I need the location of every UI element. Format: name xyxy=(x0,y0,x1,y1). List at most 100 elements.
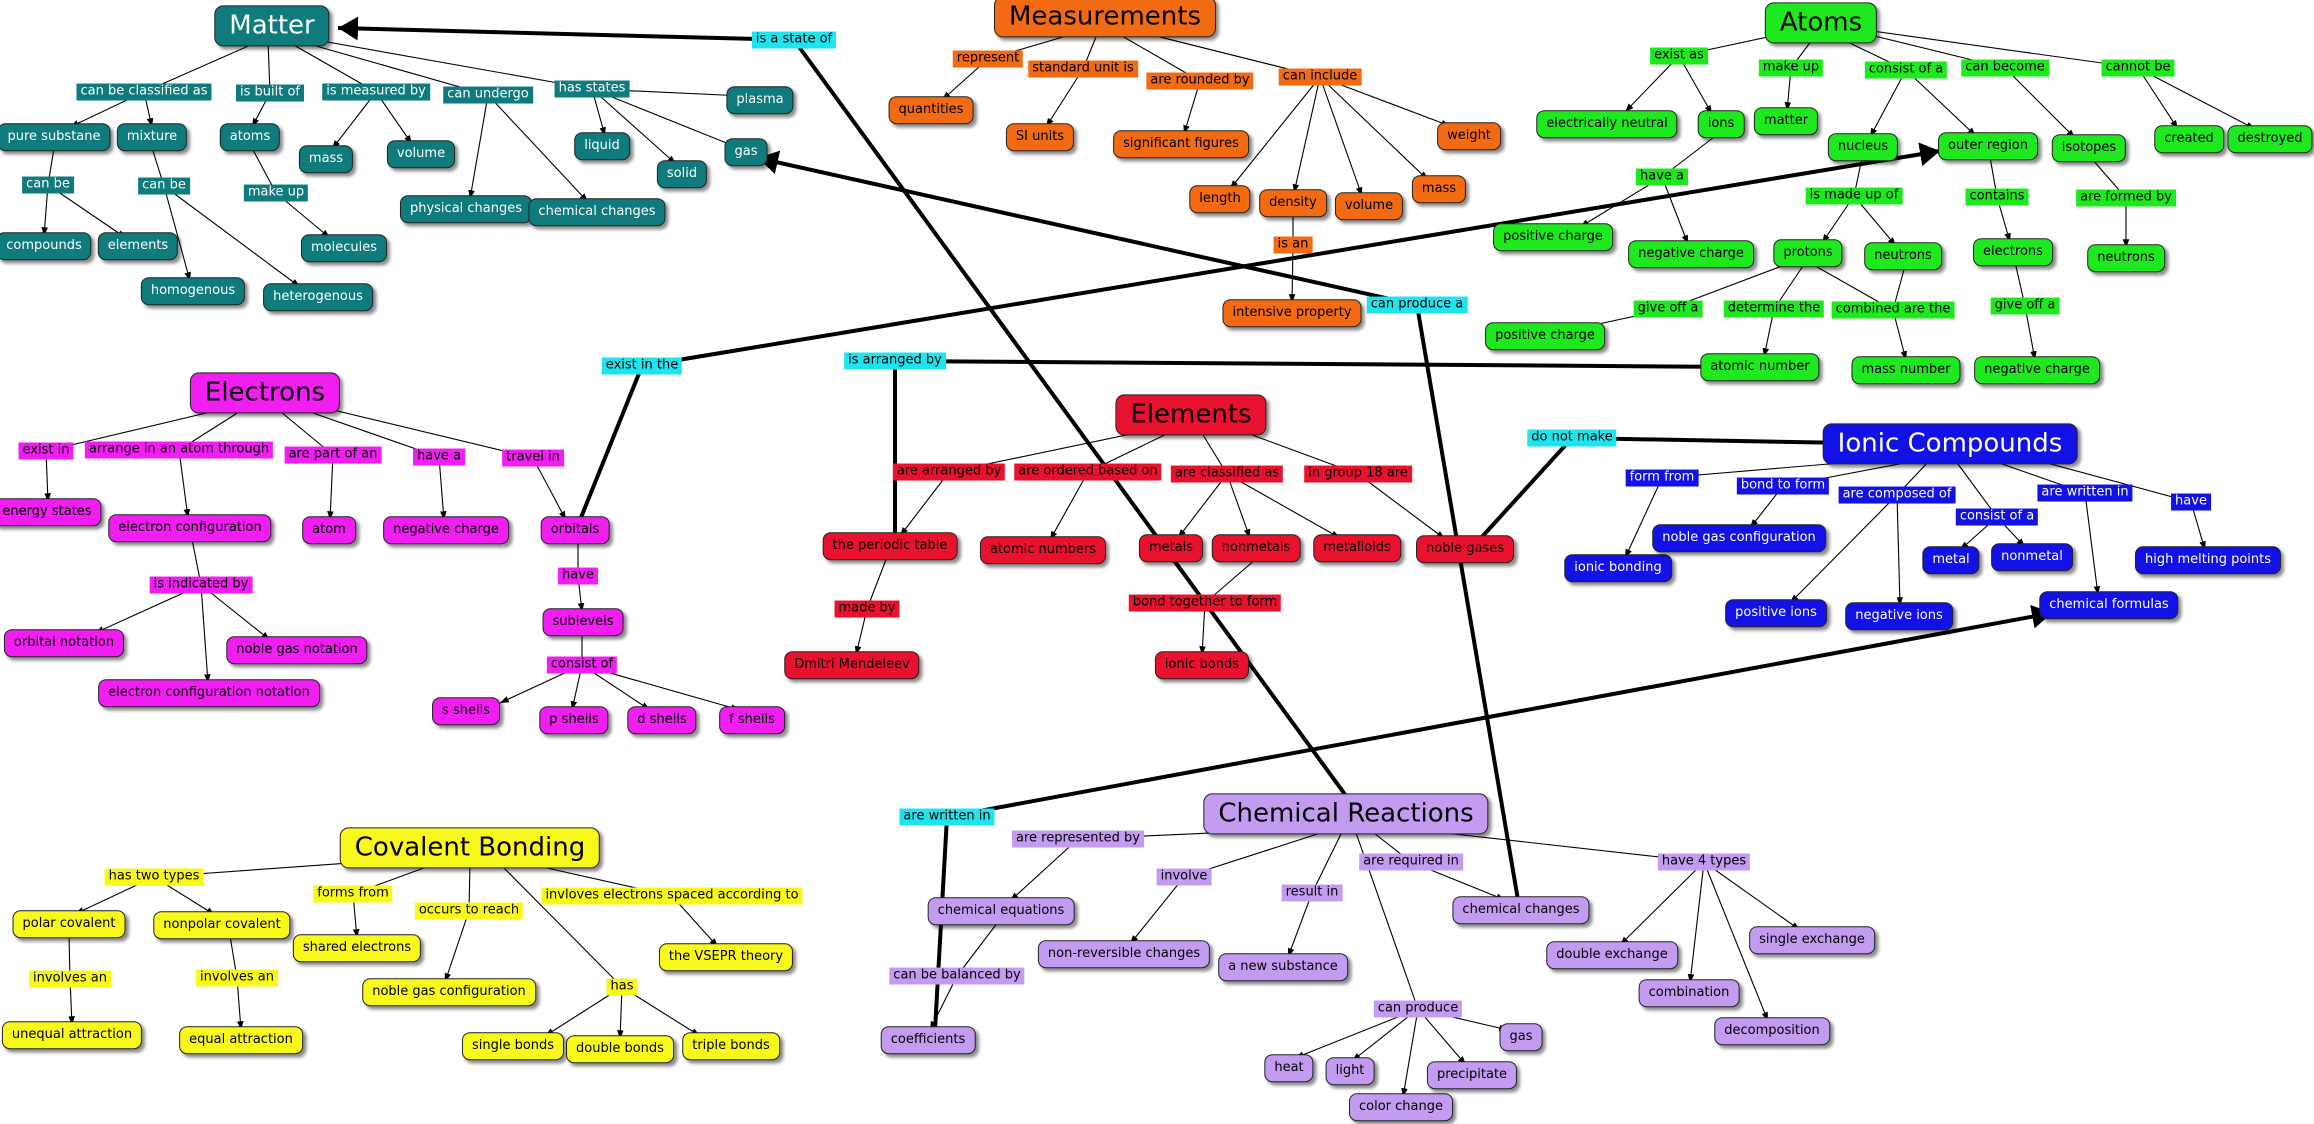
concept-molecules[interactable]: molecules xyxy=(301,234,387,262)
concept-double-exchange[interactable]: double exchange xyxy=(1546,941,1678,969)
concept-negative-charge-green-2[interactable]: negative charge xyxy=(1974,356,2100,384)
concept-combination[interactable]: combination xyxy=(1638,979,1740,1007)
concept-negative-charge-magenta[interactable]: negative charge xyxy=(383,516,509,544)
concept-volume-orange[interactable]: volume xyxy=(1334,192,1404,220)
concept-matter-green[interactable]: matter xyxy=(1753,107,1819,135)
concept-metals[interactable]: metals xyxy=(1138,534,1204,562)
concept-high-melting-points[interactable]: high melting points xyxy=(2134,546,2282,574)
concept-single-bonds[interactable]: single bonds xyxy=(461,1032,565,1060)
concept-chemical-formulas[interactable]: chemical formulas xyxy=(2039,591,2179,619)
concept-electrically-neutral[interactable]: electrically neutral xyxy=(1536,110,1678,138)
concept-atomic-numbers[interactable]: atomic numbers xyxy=(979,536,1107,564)
concept-mass-number[interactable]: mass number xyxy=(1851,356,1961,384)
concept-positive-charge-2[interactable]: positive charge xyxy=(1485,322,1605,350)
concept-mass-orange[interactable]: mass xyxy=(1411,175,1467,203)
concept-density[interactable]: density xyxy=(1259,189,1327,217)
concept-nonmetals[interactable]: nonmetals xyxy=(1211,534,1301,562)
concept-volume-teal[interactable]: volume xyxy=(386,140,456,168)
concept-ionic-bonding[interactable]: ionic bonding xyxy=(1564,554,1672,582)
concept-chemical-reactions[interactable]: Chemical Reactions xyxy=(1203,793,1489,835)
concept-metalloids[interactable]: metalloids xyxy=(1313,534,1401,562)
concept-color-change[interactable]: color change xyxy=(1349,1093,1453,1121)
concept-quantities[interactable]: quantities xyxy=(888,96,974,124)
concept-negative-ions[interactable]: negative ions xyxy=(1845,602,1953,630)
concept-s-shells[interactable]: s shells xyxy=(432,697,500,725)
concept-matter[interactable]: Matter xyxy=(214,5,330,47)
concept-electrons[interactable]: Electrons xyxy=(189,372,341,414)
concept-gas-violet[interactable]: gas xyxy=(1499,1023,1543,1051)
concept-positive-charge-1[interactable]: positive charge xyxy=(1493,223,1613,251)
concept-atom[interactable]: atom xyxy=(302,516,356,544)
concept-nonpolar-covalent[interactable]: nonpolar covalent xyxy=(153,911,291,939)
concept-homogenous[interactable]: homogenous xyxy=(140,277,246,305)
concept-intensive-property[interactable]: intensive property xyxy=(1222,299,1362,327)
concept-weight[interactable]: weight xyxy=(1437,122,1501,150)
concept-f-shells[interactable]: f shells xyxy=(719,706,785,734)
concept-significant-figures[interactable]: significant figures xyxy=(1113,130,1249,158)
concept-measurements[interactable]: Measurements xyxy=(993,0,1217,38)
concept-metal[interactable]: metal xyxy=(1922,546,1980,574)
concept-physical-changes[interactable]: physical changes xyxy=(399,195,533,223)
concept-light[interactable]: light xyxy=(1325,1057,1375,1085)
concept-ionic-compounds[interactable]: Ionic Compounds xyxy=(1822,423,2078,465)
concept-chemical-equations[interactable]: chemical equations xyxy=(927,897,1075,925)
concept-energy-states[interactable]: energy states xyxy=(0,498,102,526)
concept-heat[interactable]: heat xyxy=(1264,1054,1314,1082)
concept-non-reversible-changes[interactable]: non-reversible changes xyxy=(1037,940,1211,968)
concept-pure-substane[interactable]: pure substane xyxy=(0,123,111,151)
concept-covalent-bonding[interactable]: Covalent Bonding xyxy=(339,827,601,869)
concept-equal-attraction[interactable]: equal attraction xyxy=(179,1026,303,1054)
concept-electrons-green[interactable]: electrons xyxy=(1973,238,2053,266)
concept-plasma[interactable]: plasma xyxy=(726,86,794,114)
concept-length[interactable]: length xyxy=(1189,185,1251,213)
concept-si-units[interactable]: SI units xyxy=(1005,123,1075,151)
concept-destroyed[interactable]: destroyed xyxy=(2227,125,2313,153)
concept-created[interactable]: created xyxy=(2154,125,2224,153)
concept-ions[interactable]: ions xyxy=(1697,110,1745,138)
concept-liquid[interactable]: liquid xyxy=(574,132,630,160)
concept-sublevels[interactable]: sublevels xyxy=(542,608,624,636)
concept-a-new-substance[interactable]: a new substance xyxy=(1218,953,1348,981)
concept-noble-gas-configuration-yellow[interactable]: noble gas configuration xyxy=(362,978,536,1006)
concept-nonmetal[interactable]: nonmetal xyxy=(1991,543,2073,571)
concept-atomic-number[interactable]: atomic number xyxy=(1700,353,1820,381)
concept-elements[interactable]: Elements xyxy=(1115,394,1267,436)
concept-precipitate[interactable]: precipitate xyxy=(1426,1061,1518,1089)
concept-triple-bonds[interactable]: triple bonds xyxy=(682,1032,780,1060)
concept-coefficients[interactable]: coefficients xyxy=(880,1026,976,1054)
concept-dmitri-mendeleev[interactable]: Dmitri Mendeleev xyxy=(784,651,920,679)
concept-noble-gas-configuration-blue[interactable]: noble gas configuration xyxy=(1652,524,1826,552)
concept-p-shells[interactable]: p shells xyxy=(539,706,609,734)
concept-negative-charge-green-1[interactable]: negative charge xyxy=(1628,240,1754,268)
concept-positive-ions[interactable]: positive ions xyxy=(1725,599,1827,627)
concept-orbitals[interactable]: orbitals xyxy=(540,516,610,544)
concept-solid[interactable]: solid xyxy=(656,160,708,188)
concept-d-shells[interactable]: d shells xyxy=(627,706,697,734)
concept-atoms-teal[interactable]: atoms xyxy=(219,123,281,151)
concept-mixture[interactable]: mixture xyxy=(116,123,188,151)
concept-neutrons-1[interactable]: neutrons xyxy=(1864,242,1942,270)
concept-electron-configuration[interactable]: electron configuration xyxy=(108,514,272,542)
concept-neutrons-2[interactable]: neutrons xyxy=(2087,244,2165,272)
concept-single-exchange[interactable]: single exchange xyxy=(1749,926,1875,954)
concept-vsepr-theory[interactable]: the VSEPR theory xyxy=(658,943,794,971)
concept-protons[interactable]: protons xyxy=(1773,239,1843,267)
concept-ionic-bonds[interactable]: ionic bonds xyxy=(1154,651,1250,679)
concept-chemical-changes-teal[interactable]: chemical changes xyxy=(528,198,666,226)
concept-outer-region[interactable]: outer region xyxy=(1938,132,2038,160)
concept-elements-teal[interactable]: elements xyxy=(97,232,179,260)
concept-noble-gas-notation[interactable]: noble gas notation xyxy=(226,636,368,664)
concept-isotopes[interactable]: isotopes xyxy=(2051,134,2127,162)
concept-chemical-changes-violet[interactable]: chemical changes xyxy=(1452,896,1590,924)
concept-double-bonds[interactable]: double bonds xyxy=(566,1035,674,1063)
concept-gas-teal[interactable]: gas xyxy=(724,138,768,166)
concept-decomposition[interactable]: decomposition xyxy=(1714,1017,1830,1045)
concept-the-periodic-table[interactable]: the periodic table xyxy=(822,532,958,560)
concept-orbital-notation[interactable]: orbital notation xyxy=(3,629,125,657)
concept-noble-gases[interactable]: noble gases xyxy=(1416,535,1514,563)
concept-electron-configuration-notation[interactable]: electron configuration notation xyxy=(98,679,320,707)
concept-heterogenous[interactable]: heterogenous xyxy=(263,283,373,311)
concept-unequal-attraction[interactable]: unequal attraction xyxy=(1,1021,143,1049)
concept-compounds[interactable]: compounds xyxy=(0,232,92,260)
concept-mass-teal[interactable]: mass xyxy=(298,145,354,173)
